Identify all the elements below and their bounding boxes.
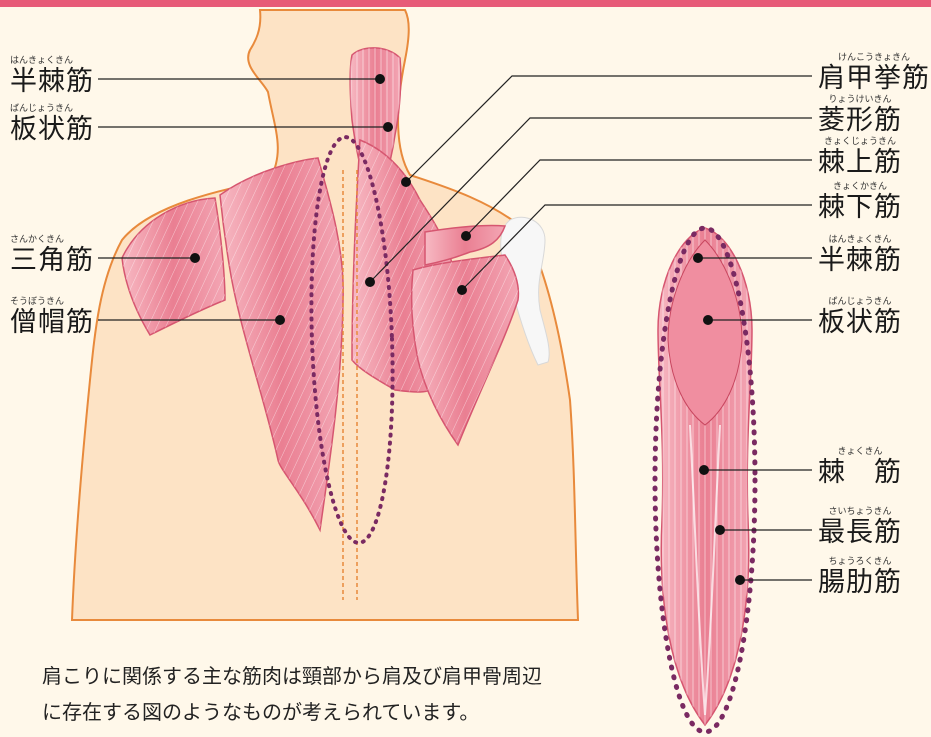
label-kyokkakin: きょくかきん 棘下筋 <box>818 182 902 223</box>
label-banjoukin-left: ばんじょうきん 板状筋 <box>10 104 94 145</box>
label-chourokukin: ちょうろくきん 腸肋筋 <box>818 557 902 598</box>
label-hankyokukin-right: はんきょくきん 半棘筋 <box>818 235 902 276</box>
label-text: 板状筋 <box>818 307 902 338</box>
label-kyokujoukin: きょくじょうきん 棘上筋 <box>818 137 902 178</box>
label-text: 半棘筋 <box>10 66 94 97</box>
label-text: 三角筋 <box>10 245 94 276</box>
label-text: 僧帽筋 <box>10 307 94 338</box>
label-kenkoukyokin: けんこうきょきん 肩甲挙筋 <box>818 53 930 94</box>
label-text: 菱形筋 <box>818 105 902 136</box>
label-kyokukin: きょくきん 棘 筋 <box>818 447 902 488</box>
label-soubokin: そうぼうきん 僧帽筋 <box>10 297 94 338</box>
top-accent-bar <box>0 0 931 7</box>
label-text: 腸肋筋 <box>818 567 902 598</box>
caption: 肩こりに関係する主な筋肉は頸部から肩及び肩甲骨周辺 に存在する図のようなものが考… <box>42 658 642 730</box>
caption-line-2: に存在する図のようなものが考えられています。 <box>42 694 642 730</box>
label-text: 肩甲挙筋 <box>818 63 930 94</box>
label-text: 棘下筋 <box>818 192 902 223</box>
label-ryoukeikin: りょうけいきん 菱形筋 <box>818 95 902 136</box>
erector-spinae-closeup <box>658 228 752 725</box>
label-banjoukin-right: ばんじょうきん 板状筋 <box>818 297 902 338</box>
label-sankakukin: さんかくきん 三角筋 <box>10 235 94 276</box>
label-text: 最長筋 <box>818 517 902 548</box>
label-text: 棘 筋 <box>818 457 902 488</box>
label-text: 棘上筋 <box>818 147 902 178</box>
label-saichoukin: さいちょうきん 最長筋 <box>818 507 902 548</box>
label-hankyokukin-left: はんきょくきん 半棘筋 <box>10 56 94 97</box>
label-text: 半棘筋 <box>818 245 902 276</box>
caption-line-1: 肩こりに関係する主な筋肉は頸部から肩及び肩甲骨周辺 <box>42 658 642 694</box>
label-text: 板状筋 <box>10 114 94 145</box>
